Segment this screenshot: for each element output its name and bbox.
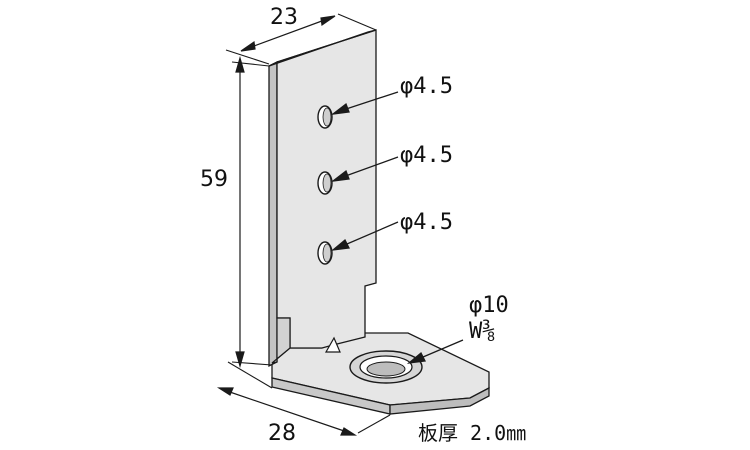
hole-1-label: φ4.5 xyxy=(400,74,453,99)
base-hole-label: φ10 xyxy=(469,293,509,318)
thickness-note: 板厚 2.0㎜ xyxy=(418,421,526,445)
hole-1 xyxy=(317,105,333,129)
leader-arrows xyxy=(330,91,464,364)
base-plate-right-edge xyxy=(389,386,490,415)
dimension-line-top xyxy=(240,15,336,52)
rib-triangle xyxy=(324,336,341,353)
dim-depth-label: 28 xyxy=(268,421,296,446)
vertical-plate-side-edge xyxy=(268,60,278,368)
base-threaded-hole xyxy=(349,350,423,384)
base-hole-thread-label: W⅜ xyxy=(469,319,496,344)
hole-3 xyxy=(317,241,333,265)
hole-2 xyxy=(317,171,333,195)
hole-3-label: φ4.5 xyxy=(400,210,453,235)
dimension-line-depth xyxy=(216,387,358,436)
bend-notch xyxy=(271,317,291,364)
dimension-line-height xyxy=(235,55,245,369)
dim-width-top-label: 23 xyxy=(270,5,298,30)
extension-lines xyxy=(225,13,391,434)
hole-2-label: φ4.5 xyxy=(400,143,453,168)
dim-height-label: 59 xyxy=(200,167,228,192)
